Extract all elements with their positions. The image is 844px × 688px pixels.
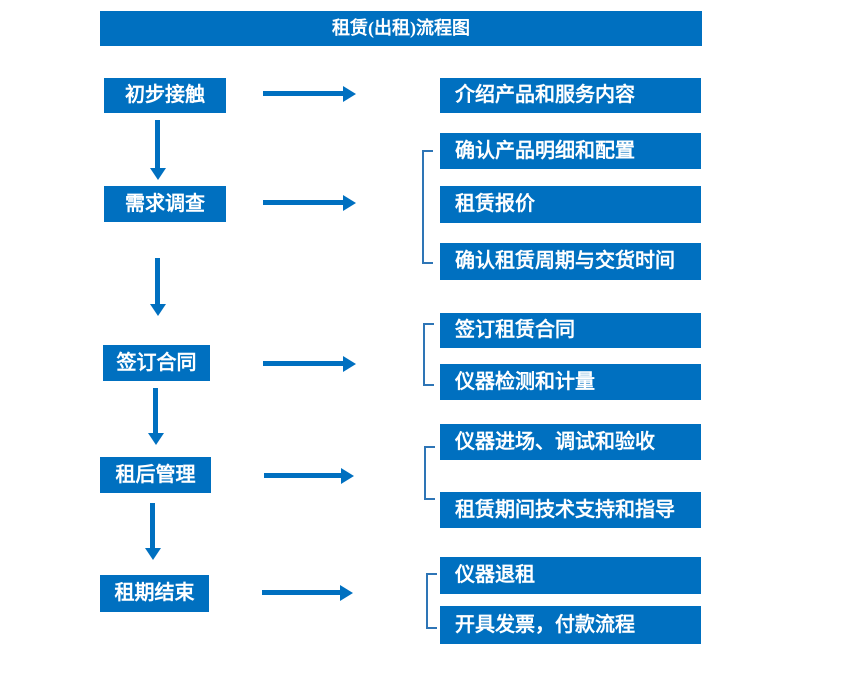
stage-box-demand-survey: 需求调查 [104, 186, 226, 222]
output-box-instrument-setup: 仪器进场、调试和验收 [440, 424, 701, 460]
stage-box-rental-end: 租期结束 [100, 575, 209, 612]
right-arrow-stage1-icon [263, 85, 356, 102]
stage-box-post-rental-mgmt: 租后管理 [100, 457, 211, 493]
right-arrow-stage4-icon [264, 467, 354, 484]
down-arrow-stage2-3-icon [149, 258, 166, 316]
bracket-group-sign-contract [423, 323, 434, 386]
right-arrow-stage5-icon [262, 584, 353, 601]
stage-box-initial-contact: 初步接触 [104, 78, 226, 113]
output-box-invoice-payment: 开具发票，付款流程 [440, 606, 701, 644]
bracket-group-demand-survey [422, 150, 433, 264]
output-box-tech-support: 租赁期间技术支持和指导 [440, 492, 701, 528]
output-box-confirm-details: 确认产品明细和配置 [440, 133, 701, 169]
down-arrow-stage3-4-icon [147, 388, 164, 445]
output-box-confirm-period: 确认租赁周期与交货时间 [440, 243, 701, 280]
output-box-instrument-testing: 仪器检测和计量 [440, 364, 701, 400]
bracket-group-rental-end [426, 573, 437, 629]
down-arrow-stage1-2-icon [149, 120, 166, 180]
flowchart-title: 租赁(出租)流程图 [100, 11, 702, 46]
output-box-introduce-products: 介绍产品和服务内容 [440, 78, 701, 113]
bracket-group-post-rental [424, 446, 435, 500]
right-arrow-stage3-icon [263, 355, 356, 372]
output-box-sign-rental-contract: 签订租赁合同 [440, 313, 701, 348]
output-box-rental-quote: 租赁报价 [440, 186, 701, 223]
down-arrow-stage4-5-icon [144, 503, 161, 560]
output-box-instrument-return: 仪器退租 [440, 557, 701, 594]
right-arrow-stage2-icon [263, 194, 356, 211]
stage-box-sign-contract: 签订合同 [103, 345, 210, 381]
